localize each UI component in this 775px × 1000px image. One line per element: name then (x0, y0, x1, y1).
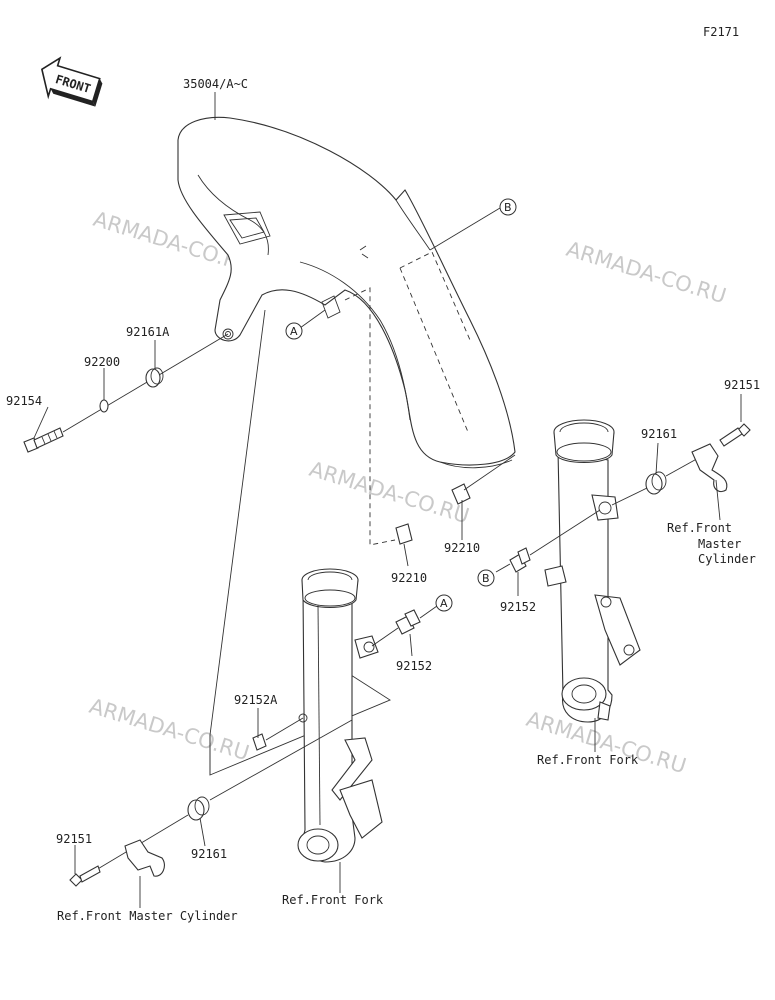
figure-code: F2171 (703, 25, 739, 39)
bracket-right-master-cylinder (691, 443, 728, 493)
part-labels: 35004/A~C 92151 92161 92154 92200 92161A… (6, 77, 760, 923)
washer-92200 (99, 399, 109, 413)
watermark-3: ARMADA-CO.RU (307, 457, 472, 528)
ref-master-cylinder-right-line2: Master (698, 537, 741, 551)
ref-master-cylinder-left: Ref.Front Master Cylinder (57, 909, 238, 923)
watermark-2: ARMADA-CO.RU (564, 237, 729, 308)
clip-92210-lower (395, 523, 413, 545)
bolt-92152-b (509, 547, 531, 573)
label-92161-right: 92161 (641, 427, 677, 441)
label-92151-right: 92151 (724, 378, 760, 392)
label-92200: 92200 (84, 355, 120, 369)
label-92152-left: 92152 (396, 659, 432, 673)
label-leaders (33, 92, 742, 908)
screw-92151-left (69, 865, 101, 887)
axis-a-lower (371, 627, 399, 647)
axis-right-grommet (611, 487, 648, 506)
ref-master-cylinder-right-line1: Ref.Front (667, 521, 732, 535)
front-fender (177, 116, 516, 469)
fender-leader-lines (209, 309, 391, 776)
grommet-92161-right (645, 471, 667, 495)
label-92210-right: 92210 (444, 541, 480, 555)
label-35004: 35004/A~C (183, 77, 248, 91)
bolt-92154 (23, 427, 64, 453)
label-92210-left: 92210 (391, 571, 427, 585)
label-92152-right: 92152 (500, 600, 536, 614)
axis-b (495, 563, 511, 573)
callout-b-top: B (429, 198, 517, 251)
label-92154: 92154 (6, 394, 42, 408)
callout-b-lower: B (477, 569, 495, 587)
label-92152a: 92152A (234, 693, 278, 707)
callout-b-lower-label: B (482, 572, 490, 585)
front-fork-right (544, 419, 641, 723)
ref-front-fork-left: Ref.Front Fork (282, 893, 384, 907)
ref-front-fork-right: Ref.Front Fork (537, 753, 639, 767)
watermark-4: ARMADA-CO.RU (87, 694, 252, 765)
label-92151-left: 92151 (56, 832, 92, 846)
front-fork-left (297, 568, 383, 863)
bolt-92152-a (395, 609, 421, 635)
callout-a-lower: A (435, 594, 453, 612)
axis-b-2 (529, 509, 601, 556)
callout-b-top-label: B (504, 201, 512, 214)
label-92161a: 92161A (126, 325, 170, 339)
grommet-92161a (145, 367, 164, 388)
screw-92151-right (719, 423, 751, 447)
grommet-92161-left (187, 796, 210, 821)
ref-master-cylinder-right-line3: Cylinder (698, 552, 756, 566)
label-92161-left: 92161 (191, 847, 227, 861)
front-arrow-icon: FRONT (40, 56, 103, 107)
axis-92152a (265, 717, 304, 741)
callout-a-top: A (285, 309, 326, 340)
axis-a-upper (419, 605, 438, 619)
dashed-guides (344, 251, 471, 546)
bolt-92152a (252, 733, 267, 751)
axis-left-grommet (209, 719, 353, 801)
bolt-axis-left (62, 333, 229, 433)
callout-a-lower-label: A (440, 597, 448, 610)
bracket-left-master-cylinder (124, 839, 165, 877)
callout-a-top-label: A (290, 325, 298, 338)
